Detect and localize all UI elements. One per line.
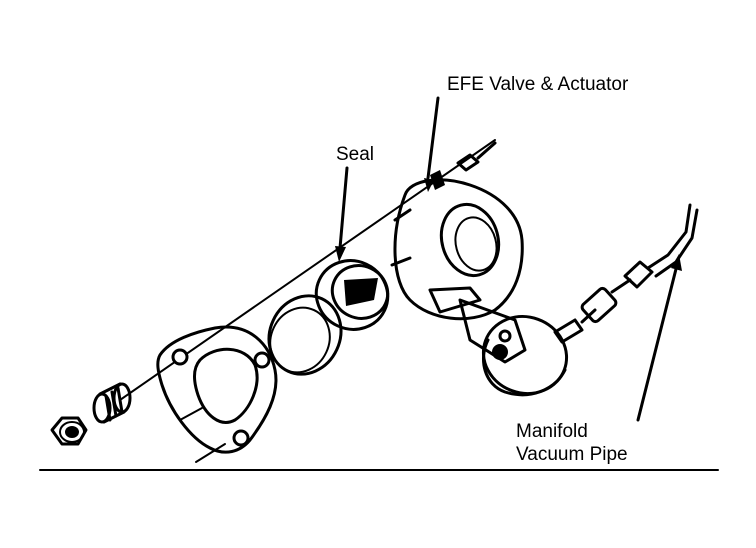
- label-efe-valve-actuator: EFE Valve & Actuator: [447, 74, 629, 95]
- ring-part: [267, 294, 343, 376]
- label-vacuum-pipe: Vacuum Pipe: [516, 444, 628, 465]
- seal-part: [314, 259, 390, 331]
- efe-valve-body: [390, 141, 524, 321]
- efe-actuator: [428, 286, 584, 397]
- nut-part: [50, 416, 88, 446]
- gasket-part: [156, 325, 278, 463]
- vacuum-pipe: [580, 203, 699, 324]
- label-seal: Seal: [336, 144, 374, 165]
- label-manifold: Manifold: [516, 421, 588, 442]
- spring-part: [92, 382, 132, 424]
- leader-lines: [335, 96, 682, 422]
